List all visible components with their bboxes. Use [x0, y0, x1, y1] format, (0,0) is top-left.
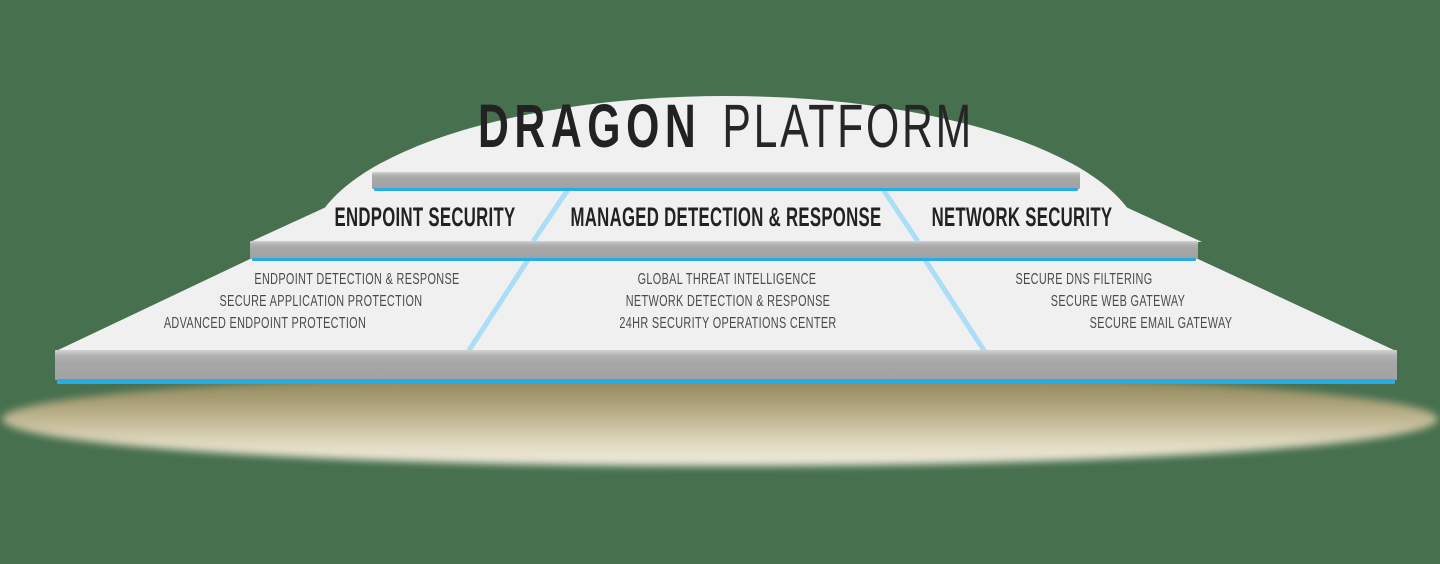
slab-accent-line [374, 188, 1078, 191]
service-item: ENDPOINT DETECTION & RESPONSE [254, 271, 460, 288]
service-item: NETWORK DETECTION & RESPONSE [625, 293, 831, 310]
section-header-managed-detection-response: MANAGED DETECTION & RESPONSE [570, 202, 882, 232]
section-header-network-security: NETWORK SECURITY [931, 202, 1113, 232]
platform-slab-top [372, 172, 1080, 189]
slab-accent-line [252, 258, 1196, 261]
tier2-face [250, 186, 1202, 242]
title-suffix: PLATFORM [722, 92, 975, 160]
service-item: 24HR SECURITY OPERATIONS CENTER [619, 315, 837, 332]
tier3-face [56, 259, 1396, 351]
platform-slab-middle [250, 241, 1198, 259]
platform-shadow [2, 372, 1438, 466]
section-header-endpoint-security: ENDPOINT SECURITY [334, 202, 516, 232]
service-item: SECURE EMAIL GATEWAY [1089, 315, 1233, 332]
service-item: SECURE APPLICATION PROTECTION [219, 293, 423, 310]
service-item: GLOBAL THREAT INTELLIGENCE [637, 271, 817, 288]
slab-accent-line [57, 379, 1395, 384]
service-item: SECURE DNS FILTERING [1015, 271, 1153, 288]
page-title: DRAGON PLATFORM [478, 94, 974, 158]
service-item: SECURE WEB GATEWAY [1050, 293, 1186, 310]
title-brand: DRAGON [477, 92, 702, 160]
platform-slab-bottom [55, 350, 1397, 380]
service-item: ADVANCED ENDPOINT PROTECTION [163, 315, 367, 332]
